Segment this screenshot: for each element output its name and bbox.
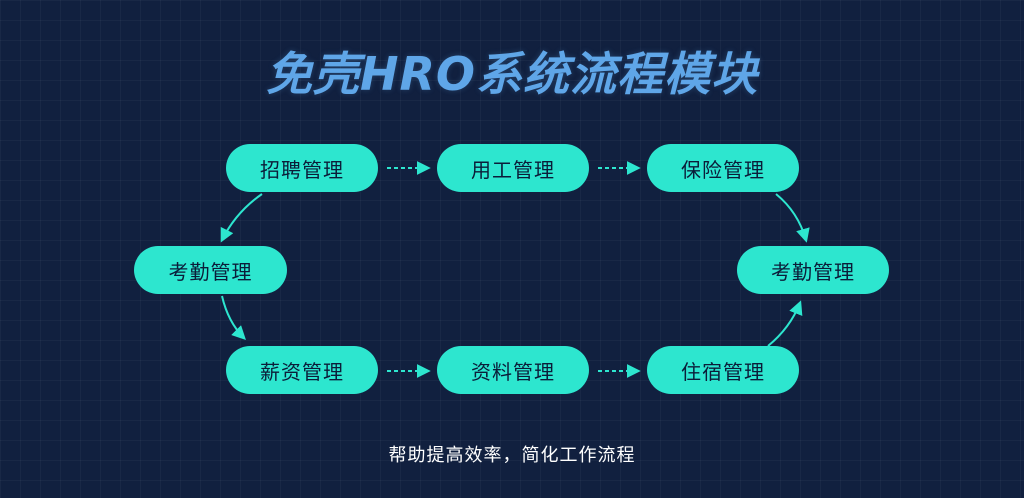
arrow-housing-to-attendance-right xyxy=(767,300,803,347)
node-attendance-right: 考勤管理 xyxy=(737,246,889,294)
node-employ: 用工管理 xyxy=(437,144,589,192)
arrow-attendance-left-to-salary xyxy=(221,295,246,340)
node-recruit: 招聘管理 xyxy=(226,144,378,192)
arrow-insurance-to-attendance-right xyxy=(775,193,810,243)
node-attendance-left: 考勤管理 xyxy=(134,246,287,294)
node-housing: 住宿管理 xyxy=(647,346,799,394)
node-salary: 薪资管理 xyxy=(226,346,378,394)
node-documents: 资料管理 xyxy=(437,346,589,394)
arrow-recruit-to-attendance-left xyxy=(220,193,263,243)
node-insurance: 保险管理 xyxy=(647,144,799,192)
page-title: 免壳HRO系统流程模块 xyxy=(265,47,759,101)
subtitle: 帮助提高效率，简化工作流程 xyxy=(388,445,636,466)
